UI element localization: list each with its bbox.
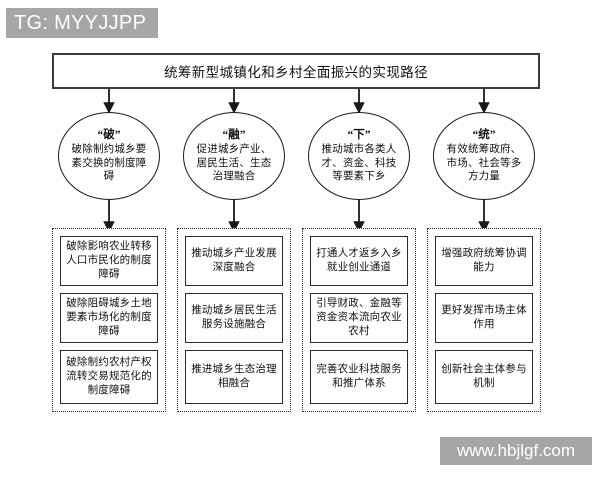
leaf-box-1-3[interactable]: 破除制约农村产权流转交易规范化的制度障碍 [60,350,158,404]
leaf-box-3-3[interactable]: 完善农业科技服务和推广体系 [310,350,408,404]
leaf-text-2-3: 推进城乡生态治理相融合 [191,364,277,390]
leaf-box-4-1[interactable]: 增强政府统筹协调能力 [435,236,533,287]
branch-oval-2[interactable]: “融” 促进城乡产业、居民生活、生态治理融合 [183,112,285,200]
branch-oval-1[interactable]: “破” 破除制约城乡要素交换的制度障碍 [58,112,160,200]
leaf-box-3-1[interactable]: 打通人才返乡入乡就业创业通道 [310,236,408,287]
branch-oval-3[interactable]: “下” 推动城市各类人才、资金、科技等要素下乡 [308,112,410,200]
watermark-overlay: www.hbjlgf.com [440,437,592,465]
branch-oval-1-key: “破” [97,129,121,142]
branch-oval-1-summary: 破除制约城乡要素交换的制度障碍 [71,144,147,183]
leaf-text-4-3: 创新社会主体参与机制 [441,364,527,390]
branch-group-3: 打通人才返乡入乡就业创业通道 引导财政、金融等资金资本流向农业农村 完善农业科技… [302,228,416,412]
leaf-text-1-2: 破除阻碍城乡土地要素市场化的制度障碍 [66,298,152,338]
branch-oval-2-key: “融” [222,129,246,142]
leaf-text-3-3: 完善农业科技服务和推广体系 [316,364,402,390]
leaf-text-2-2: 推动城乡居民生活服务设施融合 [191,305,277,331]
branch-oval-4-key: “统” [472,129,496,142]
leaf-box-2-3[interactable]: 推进城乡生态治理相融合 [185,350,283,404]
tg-tag-overlay: TG: MYYJJPP [6,8,158,38]
branch-oval-3-key: “下” [347,129,371,142]
branch-oval-3-summary: 推动城市各类人才、资金、科技等要素下乡 [321,144,397,183]
root-title-box: 统筹新型城镇化和乡村全面振兴的实现路径 [52,53,540,89]
branch-oval-2-summary: 促进城乡产业、居民生活、生态治理融合 [196,144,272,183]
branch-oval-4-summary: 有效统筹政府、市场、社会等多方力量 [446,144,522,183]
leaf-box-4-3[interactable]: 创新社会主体参与机制 [435,350,533,404]
leaf-box-1-1[interactable]: 破除影响农业转移人口市民化的制度障碍 [60,236,158,287]
leaf-text-3-1: 打通人才返乡入乡就业创业通道 [316,248,402,274]
root-title-text: 统筹新型城镇化和乡村全面振兴的实现路径 [163,65,429,80]
leaf-text-4-2: 更好发挥市场主体作用 [441,305,527,331]
leaf-text-2-1: 推动城乡产业发展深度融合 [191,248,277,274]
leaf-box-3-2[interactable]: 引导财政、金融等资金资本流向农业农村 [310,293,408,344]
leaf-text-4-1: 增强政府统筹协调能力 [441,248,527,274]
leaf-text-1-1: 破除影响农业转移人口市民化的制度障碍 [66,241,152,281]
branch-oval-4[interactable]: “统” 有效统筹政府、市场、社会等多方力量 [433,112,535,200]
leaf-box-2-2[interactable]: 推动城乡居民生活服务设施融合 [185,293,283,344]
leaf-text-3-2: 引导财政、金融等资金资本流向农业农村 [316,298,402,338]
branch-group-4: 增强政府统筹协调能力 更好发挥市场主体作用 创新社会主体参与机制 [427,228,541,412]
branch-group-2: 推动城乡产业发展深度融合 推动城乡居民生活服务设施融合 推进城乡生态治理相融合 [177,228,291,412]
leaf-text-1-3: 破除制约农村产权流转交易规范化的制度障碍 [66,357,152,397]
leaf-box-1-2[interactable]: 破除阻碍城乡土地要素市场化的制度障碍 [60,293,158,344]
branch-group-1: 破除影响农业转移人口市民化的制度障碍 破除阻碍城乡土地要素市场化的制度障碍 破除… [52,228,166,412]
leaf-box-4-2[interactable]: 更好发挥市场主体作用 [435,293,533,344]
leaf-box-2-1[interactable]: 推动城乡产业发展深度融合 [185,236,283,287]
